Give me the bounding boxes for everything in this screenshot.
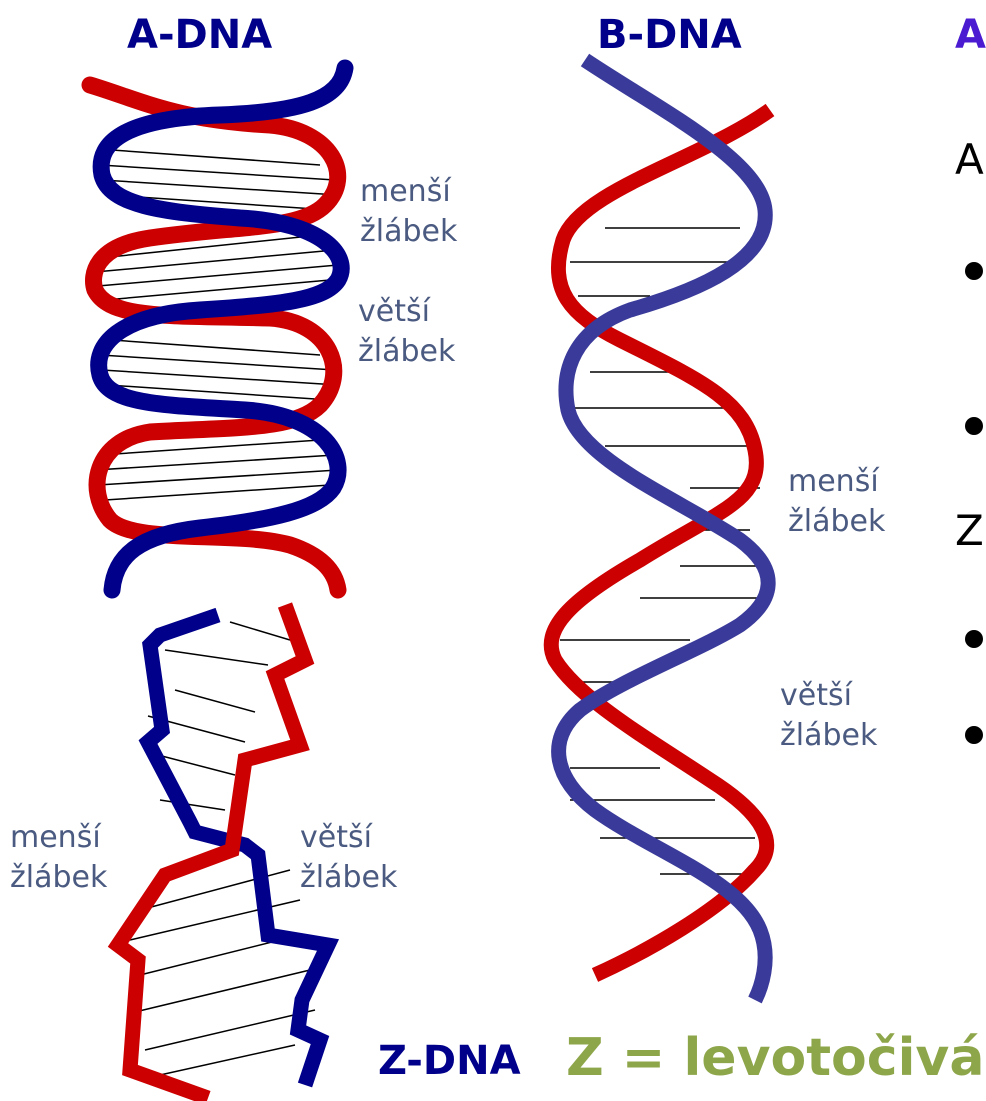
b-dna-red-strand <box>543 103 775 982</box>
right-heading-fragment: A <box>955 12 986 58</box>
right-line-z: Z <box>955 506 984 555</box>
bullet-4 <box>965 726 983 744</box>
b-dna-blue-strand <box>551 53 776 1004</box>
a-dna-base-pairs <box>94 149 339 501</box>
a-dna-title: A-DNA <box>127 12 273 58</box>
footer-z-levotociva: Z = levotočivá <box>566 1028 985 1088</box>
bullet-3 <box>965 630 983 648</box>
bullet-1 <box>965 262 983 280</box>
b-dna-title: B-DNA <box>597 12 742 58</box>
z-dna-navy-strand <box>138 607 340 1088</box>
bullet-2 <box>965 417 983 435</box>
a-dna-navy-strand <box>90 59 354 599</box>
a-dna-red-strand <box>81 76 347 599</box>
z-dna-red-strand <box>107 602 315 1101</box>
right-line-a: A <box>955 135 984 184</box>
z-dna-title: Z-DNA <box>378 1038 521 1084</box>
